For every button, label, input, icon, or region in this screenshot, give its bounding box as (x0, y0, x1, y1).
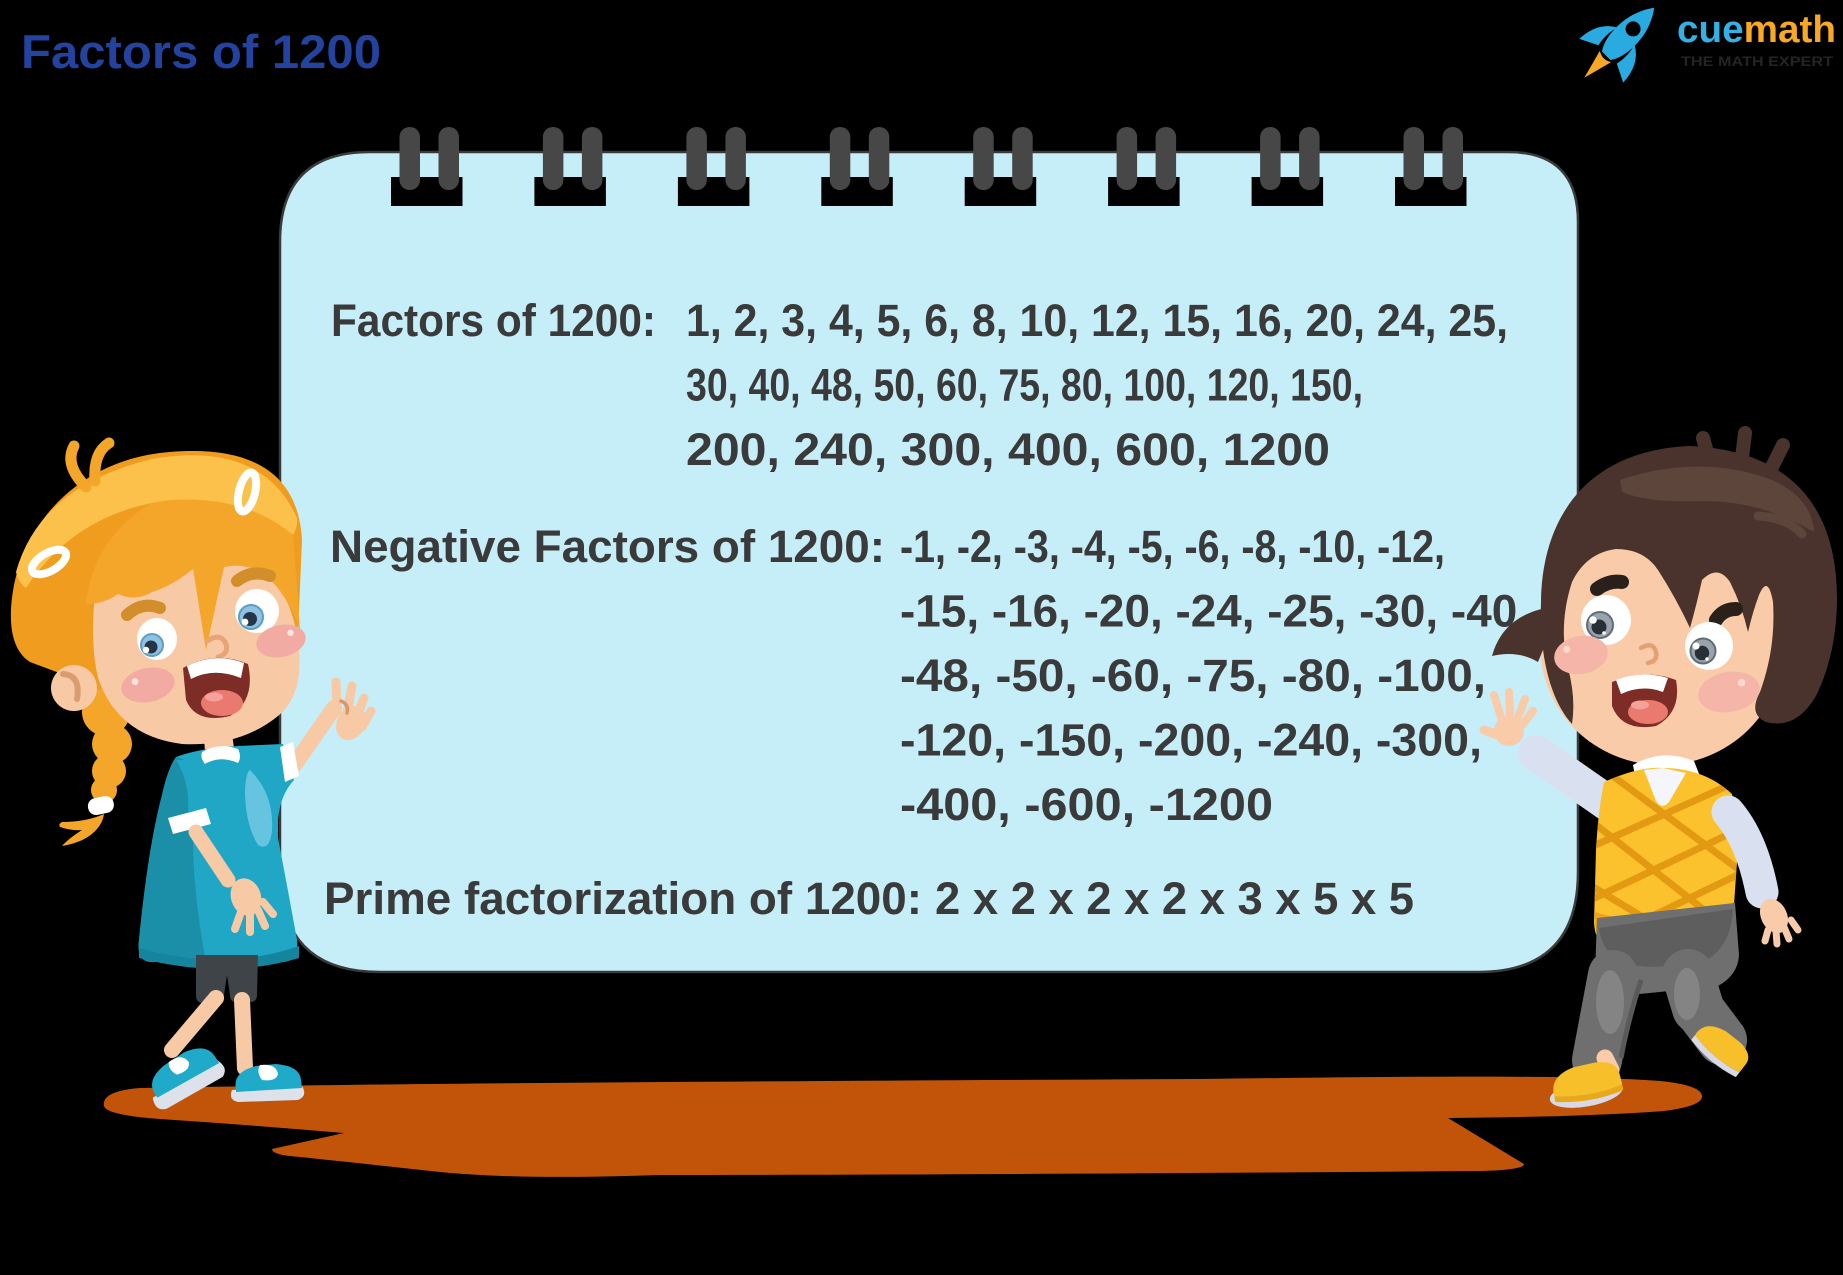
svg-text:-1, -2, -3, -4, -5, -6, -8, -1: -1, -2, -3, -4, -5, -6, -8, -10, -12, (900, 521, 1445, 572)
svg-text:-15, -16, -20, -24, -25, -30,: -15, -16, -20, -24, -25, -30, -40, (900, 586, 1530, 637)
svg-text:200, 240, 300, 400, 600, 1200: 200, 240, 300, 400, 600, 1200 (686, 424, 1330, 475)
svg-text:Factors of 1200:: Factors of 1200: (331, 295, 656, 346)
svg-text:1, 2, 3, 4, 5, 6, 8, 10, 12, 1: 1, 2, 3, 4, 5, 6, 8, 10, 12, 15, 16, 20,… (686, 295, 1508, 346)
svg-text:Factors of 1200: Factors of 1200 (21, 25, 381, 78)
svg-text:-400, -600, -1200: -400, -600, -1200 (900, 779, 1273, 830)
svg-text:Prime factorization of 1200:: Prime factorization of 1200: (324, 873, 922, 924)
svg-text:-120, -150, -200, -240, -300,: -120, -150, -200, -240, -300, (900, 715, 1482, 766)
svg-text:cuemath: cuemath (1677, 9, 1836, 51)
svg-text:-48, -50, -60, -75, -80, -100,: -48, -50, -60, -75, -80, -100, (900, 650, 1486, 701)
svg-text:30, 40, 48, 50, 60, 75, 80, 10: 30, 40, 48, 50, 60, 75, 80, 100, 120, 15… (686, 360, 1363, 411)
svg-text:THE MATH EXPERT: THE MATH EXPERT (1681, 54, 1834, 69)
svg-text:2 x 2 x 2 x 2 x 3 x 5 x 5: 2 x 2 x 2 x 2 x 3 x 5 x 5 (935, 873, 1414, 924)
svg-text:Negative Factors of 1200:: Negative Factors of 1200: (330, 521, 885, 572)
